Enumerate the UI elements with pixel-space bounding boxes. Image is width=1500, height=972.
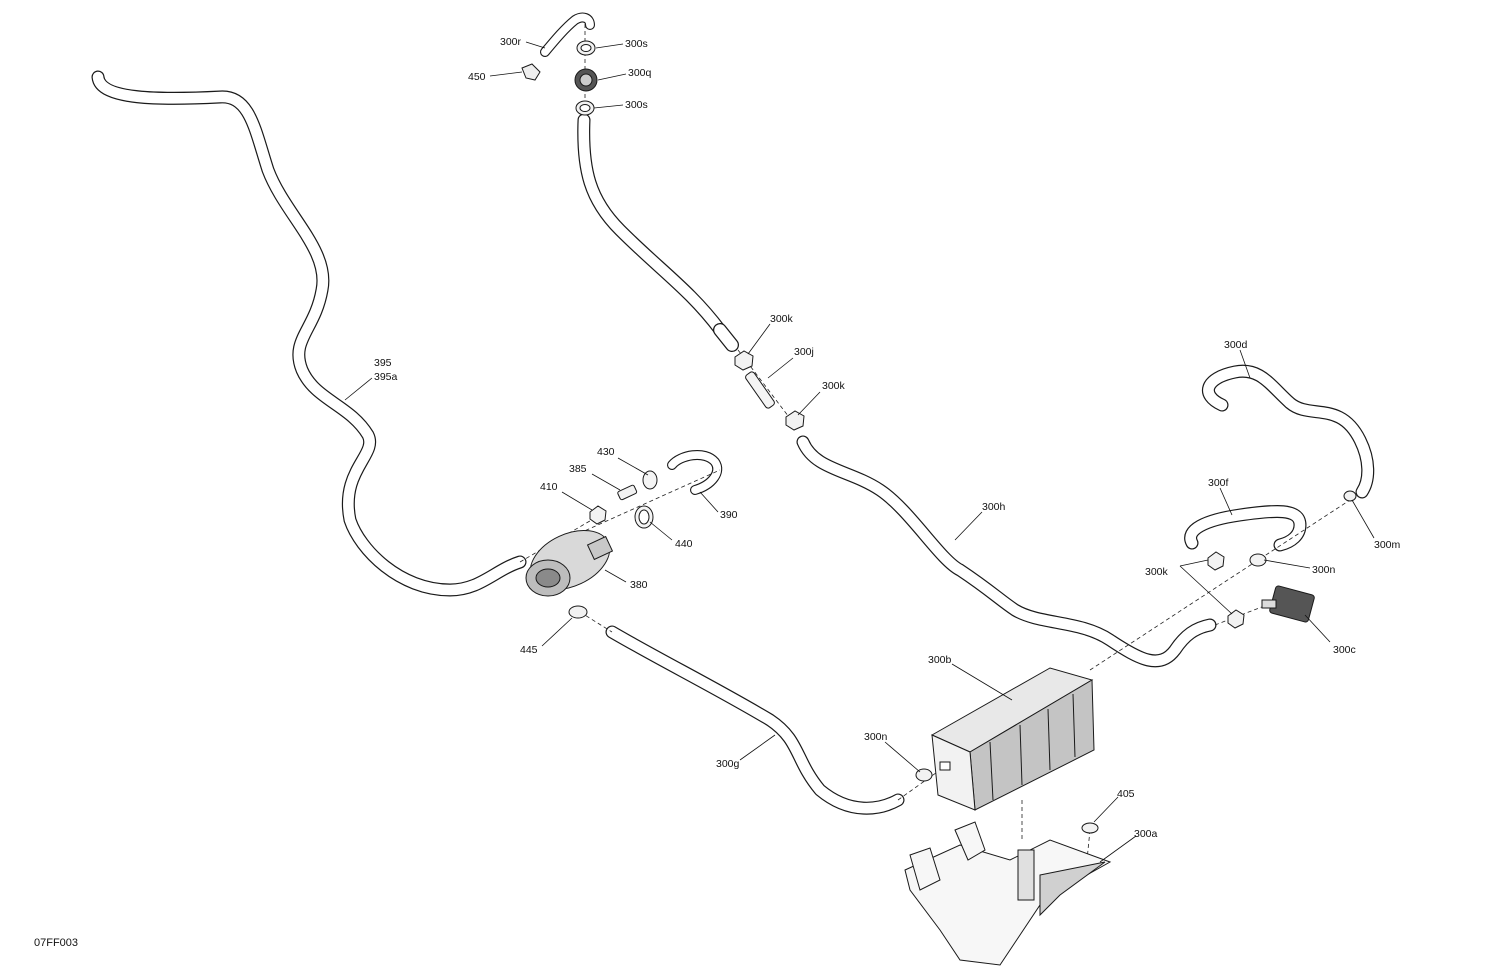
callout-300g: 300g (716, 758, 740, 770)
callout-300n-bottom: 300n (864, 731, 888, 743)
fitting-385 (617, 484, 638, 501)
valve-300q (574, 68, 598, 92)
clamp-445 (568, 605, 588, 619)
callout-410: 410 (540, 481, 558, 493)
callout-300f: 300f (1208, 477, 1229, 489)
solenoid-300c (1261, 585, 1315, 623)
clamp-450 (521, 63, 541, 81)
hose-300g (605, 625, 905, 815)
fastener-405 (1081, 822, 1099, 834)
callout-300c: 300c (1333, 644, 1356, 656)
bracket-300a (904, 821, 1112, 966)
callout-300s-bottom: 300s (625, 99, 648, 111)
diagram-code: 07FF003 (34, 937, 78, 949)
hose-390 (667, 450, 723, 495)
callout-445: 445 (520, 644, 538, 656)
callout-300k-right: 300k (1145, 566, 1169, 578)
callout-300a: 300a (1134, 828, 1158, 840)
nut-410 (589, 505, 607, 525)
canister-300b (930, 667, 1095, 811)
callout-300s-top: 300s (625, 38, 648, 50)
callout-430: 430 (597, 446, 615, 458)
pump-380 (525, 529, 614, 597)
hose-300f (1184, 505, 1307, 552)
clip-300m (1343, 490, 1357, 502)
callout-300m: 300m (1374, 539, 1401, 551)
hose-300-upper (577, 113, 739, 352)
clamp-300k-middle (785, 410, 805, 431)
hose-300h (796, 435, 1217, 668)
clamp-300k-right-b (1227, 609, 1245, 629)
hose-395 (91, 70, 527, 597)
callout-300d: 300d (1224, 339, 1248, 351)
leader-lines (344, 41, 1375, 863)
callout-300k-upper: 300k (770, 313, 794, 325)
callout-450: 450 (468, 71, 486, 83)
clamp-300k-right-a (1207, 551, 1225, 571)
clamp-300s-bottom (575, 100, 595, 116)
connector-300j (745, 371, 775, 409)
callout-380: 380 (630, 579, 648, 591)
callout-440: 440 (675, 538, 693, 550)
hose-300d (1202, 364, 1375, 499)
callout-385: 385 (569, 463, 587, 475)
callout-390: 390 (720, 509, 738, 521)
callout-300n-right: 300n (1312, 564, 1336, 576)
callout-300q: 300q (628, 67, 652, 79)
ring-430 (642, 470, 658, 490)
callout-300h: 300h (982, 501, 1006, 513)
clamp-300s-top (576, 40, 596, 56)
callout-405: 405 (1117, 788, 1135, 800)
clamp-300n-right (1249, 553, 1267, 567)
callout-300r: 300r (500, 36, 522, 48)
hose-300r (540, 12, 595, 57)
callout-300b: 300b (928, 654, 952, 666)
clamp-300k-upper (734, 350, 754, 371)
callout-300j: 300j (794, 346, 814, 358)
callout-300k-middle: 300k (822, 380, 846, 392)
ring-440 (634, 505, 654, 529)
callout-395a: 395a (374, 371, 398, 383)
callout-395: 395 (374, 357, 392, 369)
